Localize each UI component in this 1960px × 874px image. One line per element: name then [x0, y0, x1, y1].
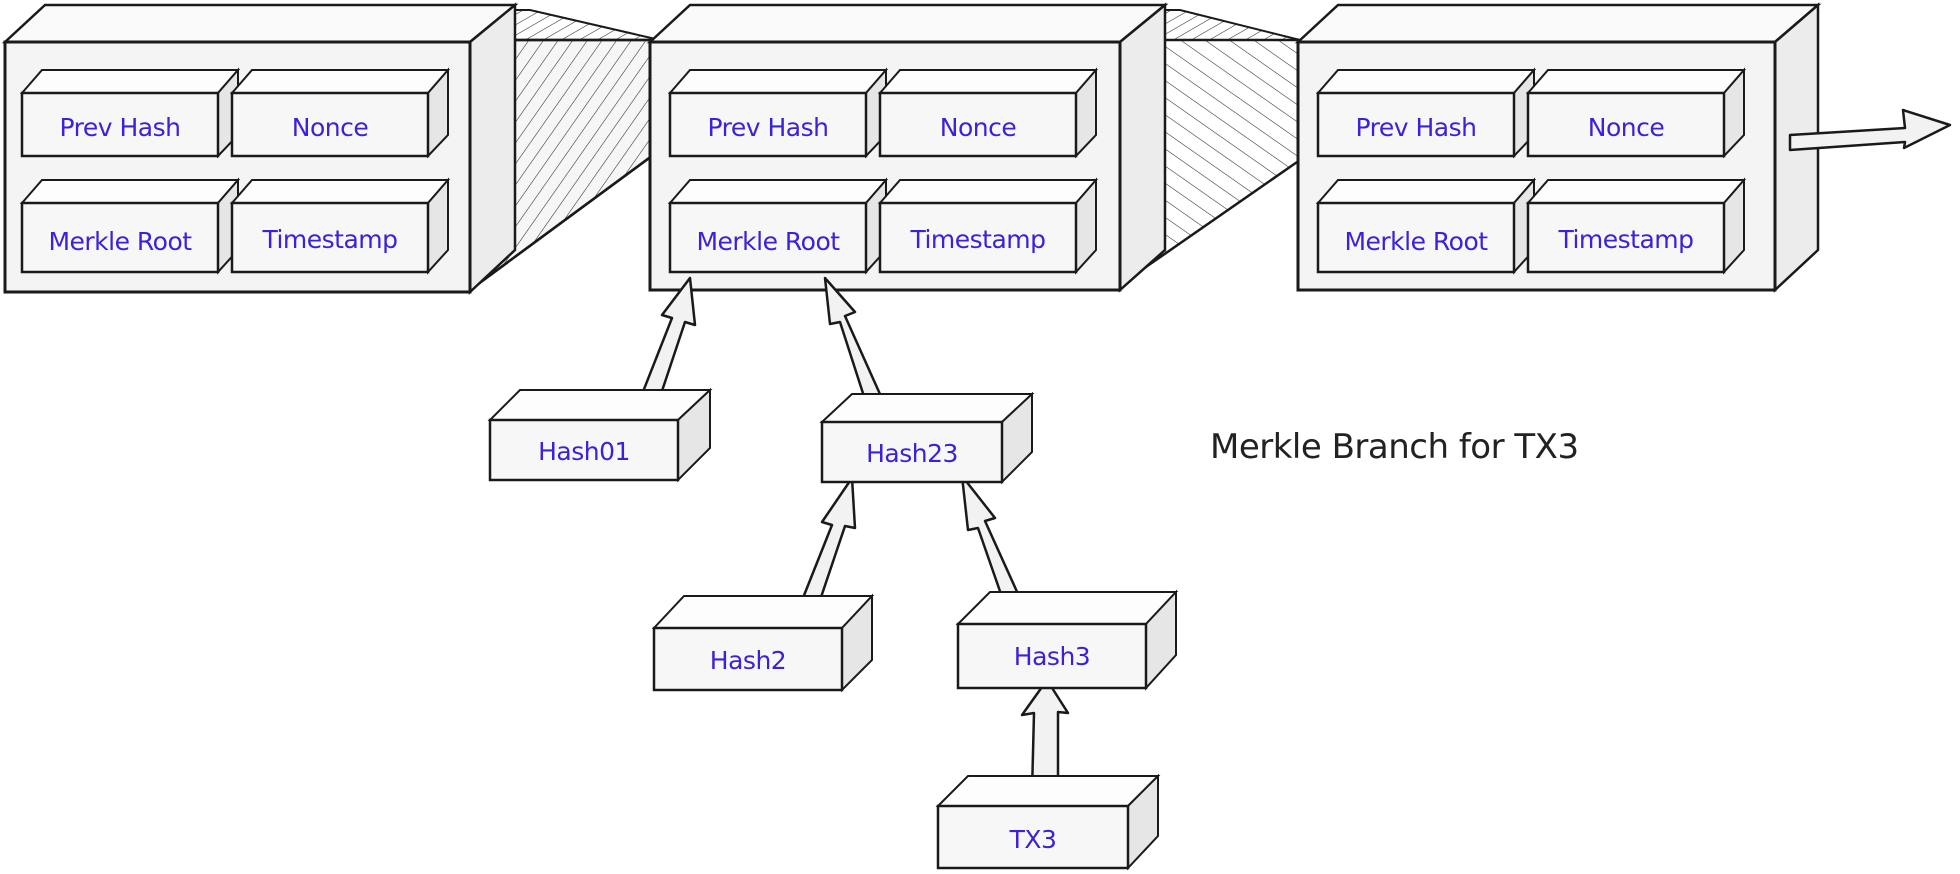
- hash01-label: Hash01: [538, 437, 630, 466]
- block-3-merkle-root-cell: Merkle Root: [1315, 177, 1537, 275]
- node-hash3: Hash3: [955, 589, 1179, 691]
- block-3-merkle-root-label: Merkle Root: [1344, 227, 1488, 256]
- hash3-label: Hash3: [1014, 642, 1090, 671]
- node-hash2: Hash2: [651, 593, 875, 693]
- block-3-nonce-label: Nonce: [1588, 113, 1665, 142]
- block-2-timestamp-cell: Timestamp: [877, 177, 1099, 275]
- block-1-prev-hash-label: Prev Hash: [60, 113, 181, 142]
- node-tx3: TX3: [935, 773, 1161, 871]
- block-1: Prev Hash Nonce Merkle Root Timestamp: [1, 2, 519, 295]
- hash2-label: Hash2: [710, 646, 786, 675]
- block-1-merkle-root-cell: Merkle Root: [19, 177, 241, 275]
- block-3: Prev Hash Nonce Merkle Root Timestamp: [1294, 2, 1822, 293]
- diagram-caption: Merkle Branch for TX3: [1210, 427, 1579, 467]
- chain-link-1-2: [468, 9, 662, 293]
- block-3-prev-hash-label: Prev Hash: [1356, 113, 1477, 142]
- block-3-timestamp-label: Timestamp: [1557, 225, 1693, 254]
- block-1-timestamp-cell: Timestamp: [229, 177, 451, 275]
- block-2-nonce-label: Nonce: [940, 113, 1017, 142]
- next-block-arrow-icon: [1788, 108, 1952, 152]
- tx3-label: TX3: [1009, 825, 1057, 854]
- block-3-prev-hash-cell: Prev Hash: [1315, 67, 1537, 159]
- node-hash23: Hash23: [819, 391, 1035, 485]
- node-hash01: Hash01: [487, 387, 713, 483]
- block-2-timestamp-label: Timestamp: [909, 225, 1045, 254]
- block-2: Prev Hash Nonce Merkle Root Timestamp: [646, 2, 1169, 293]
- block-2-nonce-cell: Nonce: [877, 67, 1099, 159]
- block-2-merkle-root-cell: Merkle Root: [667, 177, 889, 275]
- hash23-label: Hash23: [866, 439, 958, 468]
- block-1-prev-hash-cell: Prev Hash: [19, 67, 241, 159]
- block-3-nonce-cell: Nonce: [1525, 67, 1747, 159]
- block-2-prev-hash-cell: Prev Hash: [667, 67, 889, 159]
- block-2-merkle-root-label: Merkle Root: [696, 227, 840, 256]
- block-1-merkle-root-label: Merkle Root: [48, 227, 192, 256]
- block-3-timestamp-cell: Timestamp: [1525, 177, 1747, 275]
- block-1-timestamp-label: Timestamp: [261, 225, 397, 254]
- block-1-nonce-cell: Nonce: [229, 67, 451, 159]
- block-2-prev-hash-label: Prev Hash: [708, 113, 829, 142]
- block-1-nonce-label: Nonce: [292, 113, 369, 142]
